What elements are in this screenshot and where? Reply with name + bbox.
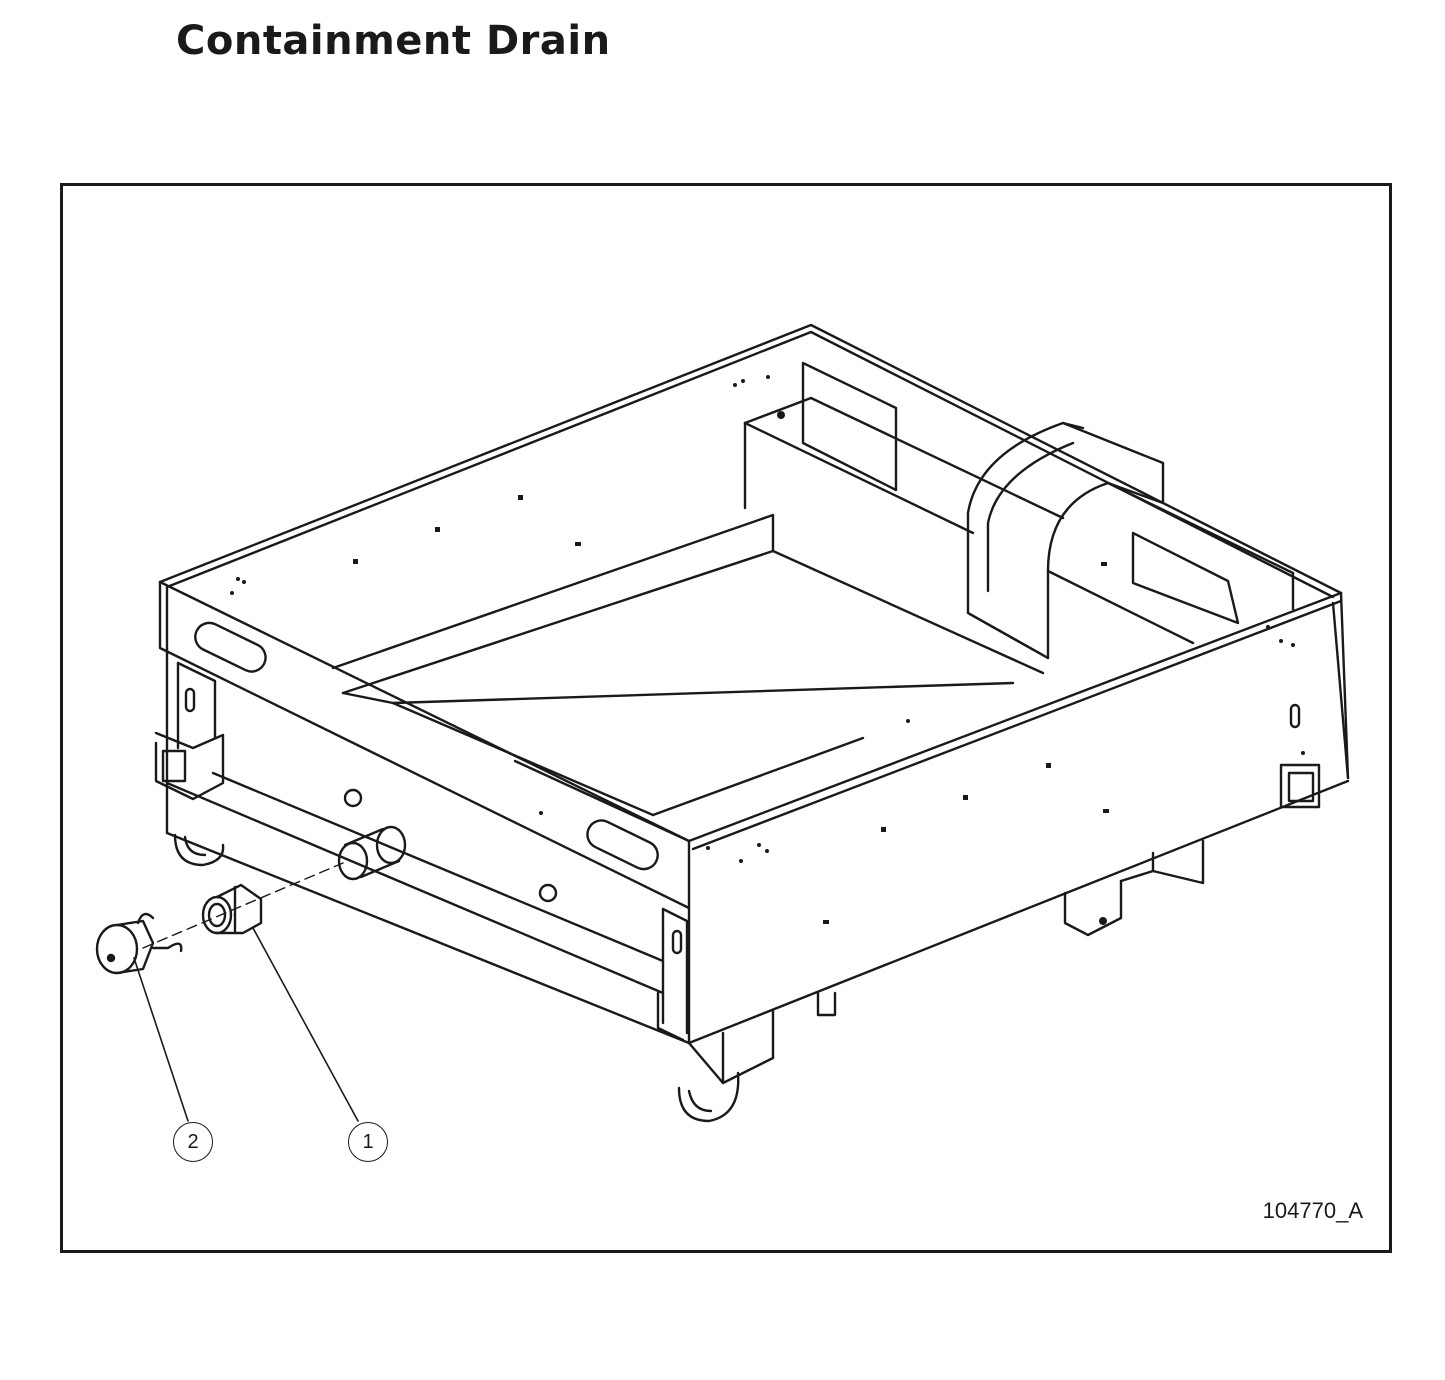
handle-slot-left bbox=[194, 621, 267, 673]
leader-line-2 bbox=[133, 957, 189, 1122]
arch-cover bbox=[966, 421, 1165, 660]
containment-tray-drawing bbox=[95, 323, 1350, 1123]
callout-1: 1 bbox=[348, 1122, 388, 1162]
drawing-frame: 1 2 104770_A bbox=[60, 183, 1392, 1253]
left-bracket bbox=[154, 661, 225, 801]
callout-2-label: 2 bbox=[187, 1130, 199, 1153]
tray-walls bbox=[158, 580, 1350, 1045]
tray-interior bbox=[331, 361, 1295, 843]
right-bracket bbox=[656, 703, 1321, 1042]
callout-2: 2 bbox=[173, 1122, 213, 1162]
drain-cap-part bbox=[95, 912, 183, 975]
underside-channels bbox=[173, 833, 1205, 1123]
tray-rim bbox=[158, 323, 1343, 851]
callout-1-label: 1 bbox=[362, 1130, 374, 1153]
leader-line-1 bbox=[252, 927, 359, 1122]
explode-centerline bbox=[142, 862, 344, 949]
handle-slot-front bbox=[586, 819, 659, 871]
drain-nipple bbox=[337, 788, 558, 903]
page-title: Containment Drain bbox=[176, 18, 611, 64]
drawing-number: 104770_A bbox=[1262, 1198, 1363, 1223]
drain-fitting-part bbox=[201, 883, 263, 935]
hole-pattern bbox=[230, 375, 1305, 925]
